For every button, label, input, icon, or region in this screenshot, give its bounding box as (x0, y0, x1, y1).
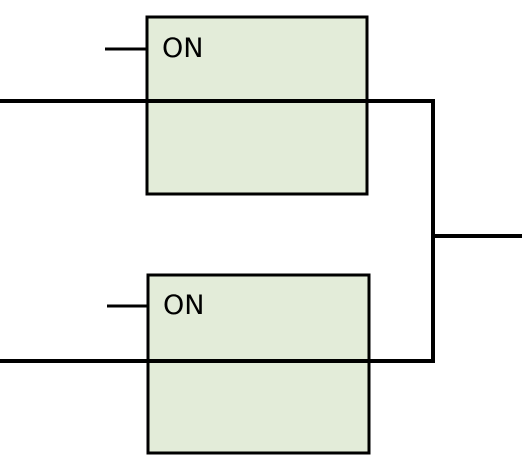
on-block-top-label: ON (162, 33, 203, 64)
on-block-bottom[interactable] (146, 273, 371, 455)
on-block-top[interactable] (145, 15, 369, 196)
on-block-bottom-label: ON (163, 290, 204, 321)
